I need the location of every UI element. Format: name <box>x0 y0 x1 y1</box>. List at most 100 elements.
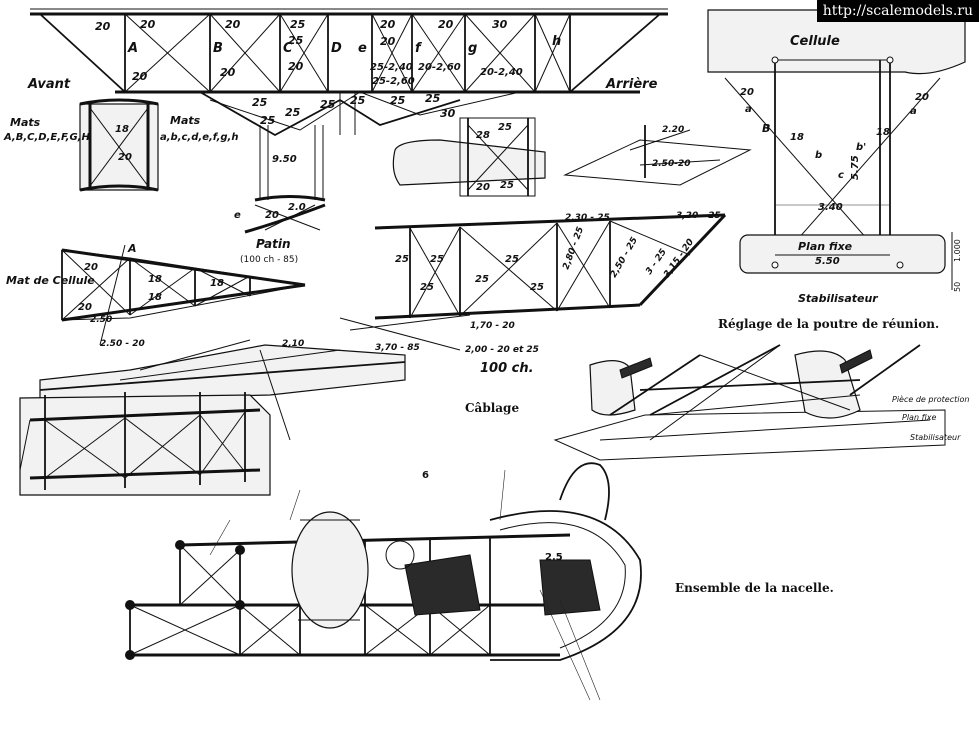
patin-label: Patin <box>256 237 291 251</box>
wire-label: 20 <box>476 182 490 193</box>
label-avant: Avant <box>27 77 71 92</box>
mats-upper-label: Mats <box>10 116 41 129</box>
cellule-title: Cellule <box>790 34 840 49</box>
cellule-val: 20 <box>740 87 754 98</box>
panel-val: 18 <box>210 278 224 289</box>
reglage-label: Stabilisateur <box>910 433 961 442</box>
boom-val: 25 <box>395 254 409 265</box>
label-arriere: Arrière <box>605 77 658 92</box>
boom-val: 3,20 - 25 <box>676 211 721 221</box>
wire-label: 25 <box>290 18 306 31</box>
cellule-val: 18 <box>876 127 890 138</box>
wire-label: 20 <box>380 35 396 48</box>
wire-label: 28 <box>476 130 490 141</box>
biplane-perspective: 2,10 Câblage <box>19 339 519 496</box>
wire-label: 25-2,40 <box>370 62 413 73</box>
wire-label: 25 <box>288 34 304 47</box>
panel-val: 20 <box>84 262 98 273</box>
wire-label: 25 <box>320 98 336 111</box>
wire-label: 20 <box>288 60 304 73</box>
wing-truss-elevation: Avant Arrière A B C D e f g h 20 20 20 2… <box>27 8 668 137</box>
wire-label: 25 <box>260 114 276 127</box>
patin-skid-detail: 9.50 20 2.0 e Patin (100 ch - 85) <box>234 125 326 265</box>
wire-label: 20-2,40 <box>480 67 523 78</box>
bay-letter: C <box>283 41 293 56</box>
wire-label: 25 <box>285 106 301 119</box>
wire-label: 25 <box>350 94 366 107</box>
caption-100ch: 100 ch. <box>480 361 534 376</box>
wire-label: 20 <box>132 70 148 83</box>
boom-val: 25 <box>420 282 434 293</box>
nacelle-sketch-small: 28 25 20 25 <box>392 117 546 197</box>
wire-label: 25 <box>390 94 406 107</box>
boom-val: 25 <box>475 274 489 285</box>
patin-sublabel: (100 ch - 85) <box>240 255 298 265</box>
wire-label: 20-2,60 <box>418 62 461 73</box>
patin-val: 20 <box>265 210 279 221</box>
wire-label: 30 <box>440 107 456 120</box>
wire-label: 25-2,60 <box>372 76 415 87</box>
incidence-val: 2.50-20 <box>652 159 690 169</box>
bay-letter: h <box>552 34 561 49</box>
cellule-val: a <box>910 106 917 117</box>
bay-letter: f <box>415 41 423 56</box>
wire-label: 20 <box>225 18 241 31</box>
patin-val: 9.50 <box>272 154 297 165</box>
patin-val: 2.0 <box>288 202 306 213</box>
panel-val: 20 <box>78 302 92 313</box>
plan-fixe-label: Plan fixe <box>798 240 853 253</box>
wire-label: 30 <box>492 18 508 31</box>
bay-letter: B <box>213 41 223 56</box>
bay-letter: 2,10 <box>282 339 304 349</box>
caption-cablage: Câblage <box>465 401 519 415</box>
boom-val: 3,70 - 85 <box>375 343 420 353</box>
nacelle-ensemble: Ensemble de la nacelle. <box>125 462 834 701</box>
wire-label: 20 <box>438 18 454 31</box>
mats-upper-list: A,B,C,D,E,F,G,H <box>3 132 90 143</box>
watermark-url: http://scalemodels.ru <box>816 0 979 22</box>
boom-val: 1,70 - 20 <box>470 321 515 331</box>
reglage-poutre: Réglage de la poutre de réunion. Pièce d… <box>553 317 969 461</box>
boom-val: 2,00 - 20 et 25 <box>465 345 539 355</box>
wire-label: 20 <box>220 66 236 79</box>
height-label: 5.75 <box>850 155 861 180</box>
panel-val: 2.50 <box>90 315 112 325</box>
cellule-val: 50 <box>953 282 962 292</box>
bay-letter: D <box>331 41 342 56</box>
panel-val: 18 <box>148 292 162 303</box>
mats-lower-list: a,b,c,d,e,f,g,h <box>160 132 238 143</box>
span-label: 5.50 <box>815 256 840 267</box>
cellule-val: c <box>838 170 844 181</box>
caption-nacelle: Ensemble de la nacelle. <box>675 581 834 595</box>
boom-val: 25 <box>530 282 544 293</box>
incidence-val: 2.20 <box>662 125 684 135</box>
wire-label: 20 <box>140 18 156 31</box>
panel-val: 18 <box>148 274 162 285</box>
cellule-val: 18 <box>790 132 804 143</box>
wire-label: 18 <box>115 124 129 135</box>
cellule-val: B <box>762 122 770 135</box>
incidence-sketch: 2.20 2.50-20 <box>563 125 752 186</box>
panel-val: 2.50 - 20 <box>100 339 145 349</box>
cellule-val: b <box>815 150 822 161</box>
wire-label: 25 <box>498 122 512 133</box>
gap-label: 3.40 <box>818 202 843 213</box>
boom-val: 2,30 - 25 <box>565 213 610 223</box>
wire-label: 20 <box>95 20 111 33</box>
wire-label: 25 <box>252 96 268 109</box>
nacelle-number: 6 <box>422 470 429 481</box>
tail-boom-truss: 25 25 25 25 25 25 2,30 - 25 3,20 - 25 2,… <box>339 211 727 376</box>
wire-label: 25 <box>425 92 441 105</box>
caption-reglage: Réglage de la poutre de réunion. <box>718 317 939 331</box>
cellule-val: a <box>745 104 752 115</box>
bay-letter: A <box>127 41 138 56</box>
boom-val: 25 <box>430 254 444 265</box>
mats-lower-label: Mats <box>170 114 201 127</box>
mat-de-cellule-label: Mat de Cellule <box>6 274 95 287</box>
wing-panel-plan: A Mat de Cellule 20 20 18 18 18 2.50 2.5… <box>6 242 306 349</box>
cellule-val: b' <box>856 142 866 153</box>
cellule-val: 1.000 <box>953 239 962 262</box>
patin-val: e <box>234 210 241 221</box>
bay-letter: e <box>358 41 367 56</box>
